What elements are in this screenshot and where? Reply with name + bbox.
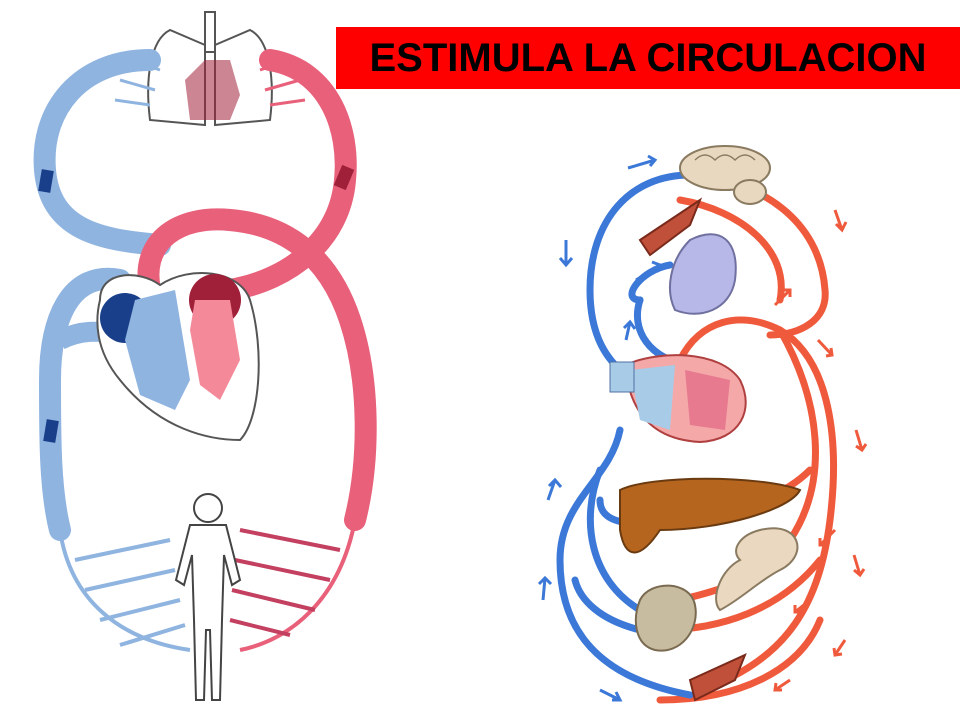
- heart-icon: [609, 354, 747, 444]
- brain-icon: [679, 145, 771, 205]
- systemic-capillaries: [58, 519, 357, 652]
- flow-arrows: [537, 154, 868, 702]
- liver-icon: [619, 477, 802, 554]
- title-banner: ESTIMULA LA CIRCULACION: [336, 27, 960, 89]
- venous-vessels: [556, 171, 694, 699]
- vena-cava: [38, 267, 131, 541]
- human-figure-icon: [174, 493, 242, 701]
- muscle-upper-icon: [638, 197, 703, 257]
- heart-icon: [96, 272, 260, 442]
- lung-icon: [669, 233, 737, 315]
- intestine-icon: [715, 527, 799, 612]
- lungs-icon: [147, 11, 273, 127]
- page-title: ESTIMULA LA CIRCULACION: [369, 35, 927, 80]
- aorta-arch: [137, 208, 377, 531]
- muscle-lower-icon: [688, 653, 747, 702]
- kidney-icon: [634, 584, 697, 652]
